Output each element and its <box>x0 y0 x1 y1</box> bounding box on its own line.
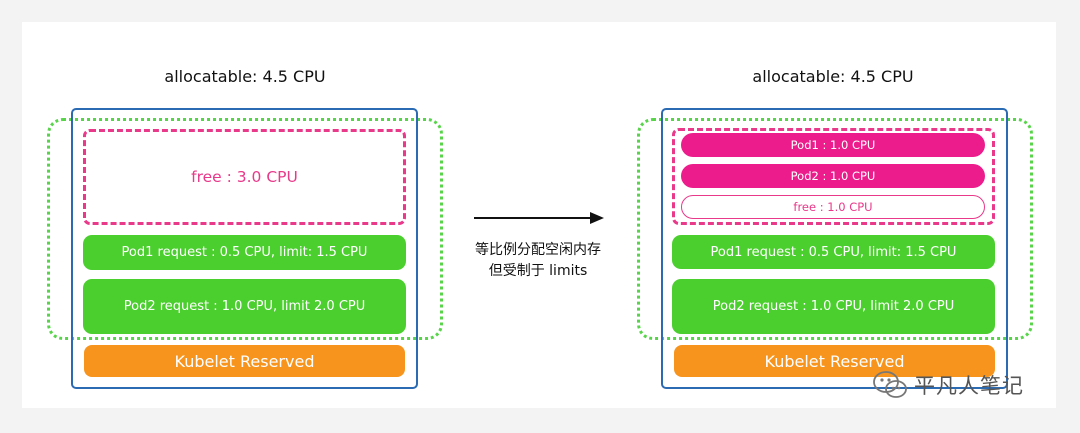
left-kubelet-bar: Kubelet Reserved <box>84 345 405 377</box>
right-pod1-bar: Pod1 request : 0.5 CPU, limit: 1.5 CPU <box>672 235 995 269</box>
right-free-label: free : 1.0 CPU <box>793 200 873 214</box>
right-pod2-alloc-bar: Pod2 : 1.0 CPU <box>681 164 985 188</box>
right-free-bar: free : 1.0 CPU <box>681 195 985 219</box>
right-allocatable-box <box>661 108 1008 389</box>
right-kubelet-label: Kubelet Reserved <box>764 351 905 371</box>
right-green-dotted-region <box>637 118 1033 340</box>
left-pod2-label: Pod2 request : 1.0 CPU, limit 2.0 CPU <box>123 299 366 314</box>
left-kubelet-label: Kubelet Reserved <box>174 351 315 371</box>
left-allocatable-box <box>71 108 418 389</box>
left-free-label: free : 3.0 CPU <box>191 168 298 186</box>
right-pod2-bar: Pod2 request : 1.0 CPU, limit 2.0 CPU <box>672 279 995 334</box>
watermark-text: 平凡人笔记 <box>914 374 1024 398</box>
left-allocatable-title: allocatable: 4.5 CPU <box>164 67 326 86</box>
right-pod2-label: Pod2 request : 1.0 CPU, limit 2.0 CPU <box>712 299 955 314</box>
middle-caption: 等比例分配空闲内存 但受制于 limits <box>448 240 628 282</box>
left-green-dotted-region <box>47 118 443 340</box>
right-kubelet-bar: Kubelet Reserved <box>674 345 995 377</box>
wechat-icon <box>873 371 907 398</box>
right-allocatable-title: allocatable: 4.5 CPU <box>752 67 914 86</box>
right-pod1-alloc-label: Pod1 : 1.0 CPU <box>790 138 876 152</box>
right-pod2-alloc-label: Pod2 : 1.0 CPU <box>790 169 876 183</box>
left-free-region <box>83 129 406 225</box>
left-pod1-label: Pod1 request : 0.5 CPU, limit: 1.5 CPU <box>121 245 368 260</box>
left-pod2-bar: Pod2 request : 1.0 CPU, limit 2.0 CPU <box>83 279 406 334</box>
arrow-icon <box>474 212 604 224</box>
caption-line2: 但受制于 limits <box>488 263 588 279</box>
right-pod1-label: Pod1 request : 0.5 CPU, limit: 1.5 CPU <box>710 244 957 260</box>
right-pod1-alloc-bar: Pod1 : 1.0 CPU <box>681 133 985 157</box>
caption-line1: 等比例分配空闲内存 <box>475 242 601 258</box>
left-pod1-bar: Pod1 request : 0.5 CPU, limit: 1.5 CPU <box>83 235 406 270</box>
right-allocated-region <box>672 128 995 225</box>
